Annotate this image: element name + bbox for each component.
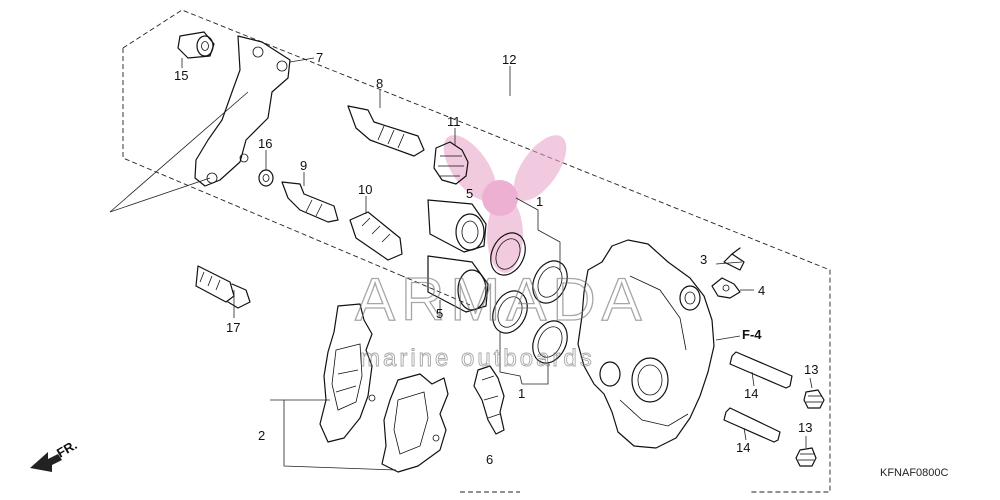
section-reference: F-4 — [742, 327, 762, 342]
bolt-17 — [195, 265, 251, 309]
callout-5-upper: 5 — [466, 186, 473, 201]
callout-9: 9 — [300, 158, 307, 173]
washer-16 — [258, 150, 274, 187]
callout-5-lower: 5 — [436, 306, 443, 321]
callout-15: 15 — [174, 68, 188, 83]
boot-10 — [349, 196, 403, 261]
caliper-body — [577, 239, 715, 449]
boot-11 — [433, 128, 469, 185]
pad-spring-6 — [473, 365, 505, 435]
callout-6: 6 — [486, 452, 493, 467]
bleed-valve-3 — [723, 247, 745, 271]
plug-13-upper — [803, 389, 825, 409]
callout-17: 17 — [226, 320, 240, 335]
callout-4: 4 — [758, 283, 765, 298]
callout-7: 7 — [316, 50, 323, 65]
bleed-cap-4 — [711, 277, 741, 299]
callout-10: 10 — [358, 182, 372, 197]
plug-13-lower — [795, 447, 817, 467]
sleeve-15 — [177, 31, 215, 59]
callout-1-upper: 1 — [536, 194, 543, 209]
callout-14-upper: 14 — [744, 386, 758, 401]
seal-set-lower — [492, 290, 568, 385]
callout-14-lower: 14 — [736, 440, 750, 455]
callout-12: 12 — [502, 52, 516, 67]
callout-2: 2 — [258, 428, 265, 443]
pin-14-lower — [723, 407, 781, 443]
piston-upper — [427, 199, 487, 253]
pin-bolt-9 — [281, 172, 339, 223]
watermark-brand: ARMADA — [355, 266, 648, 333]
callout-16: 16 — [258, 136, 272, 151]
watermark-tagline: marine outboards — [360, 345, 595, 372]
front-arrow-icon — [30, 452, 62, 472]
callout-1-lower: 1 — [518, 386, 525, 401]
diagram-code: KFNAF0800C — [880, 467, 949, 479]
watermark-logo — [443, 135, 567, 273]
brake-pad-outer — [368, 373, 449, 473]
pin-14-upper — [729, 351, 793, 389]
leader-lines — [109, 57, 813, 448]
callout-8: 8 — [376, 76, 383, 91]
assembly-boundary — [122, 9, 831, 493]
callout-13-lower: 13 — [798, 420, 812, 435]
callout-3: 3 — [700, 252, 707, 267]
pin-bolt-8 — [347, 90, 425, 157]
callout-13-upper: 13 — [804, 362, 818, 377]
piston-lower — [427, 255, 489, 316]
callout-11: 11 — [447, 114, 461, 129]
brake-pad-inner — [319, 303, 373, 443]
caliper-bracket — [194, 35, 291, 187]
seal-set-upper — [490, 197, 568, 304]
pad-bracket-line — [270, 399, 397, 471]
